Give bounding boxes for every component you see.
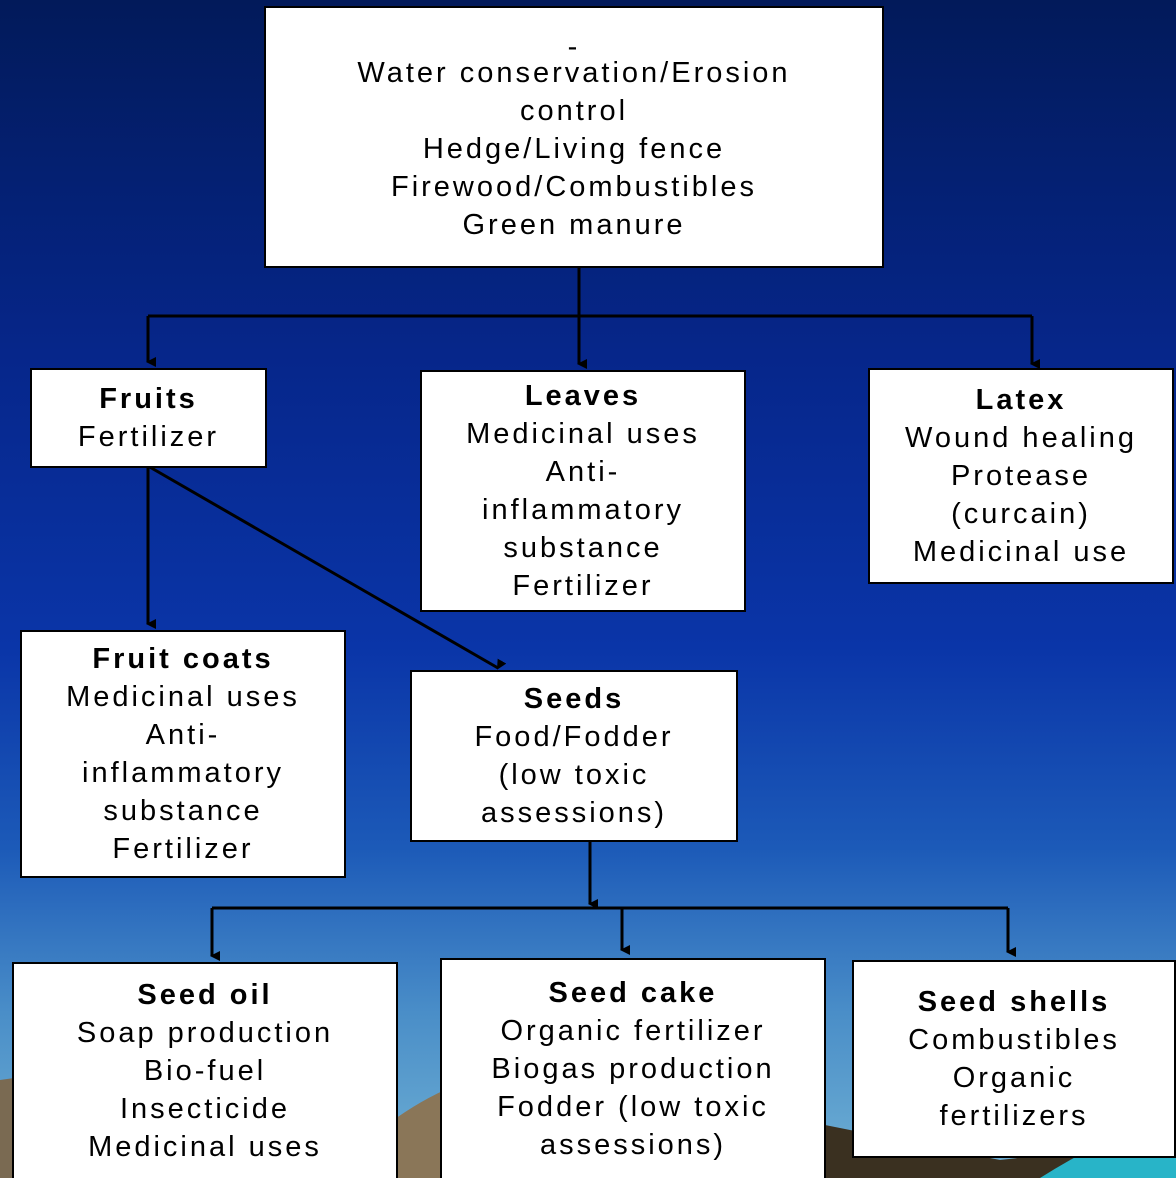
seed-cake-title: Seed cake: [548, 977, 718, 1009]
seed-oil-line: Soap production: [76, 1017, 334, 1049]
fruits-line: Fertilizer: [77, 421, 220, 453]
seed-cake-line: Fodder (low toxic: [497, 1091, 769, 1123]
fruits-box: Fruits Fertilizer: [30, 368, 267, 468]
root-box: - Water conservation/Erosion control Hed…: [264, 6, 884, 268]
seeds-line: (low toxic: [498, 759, 650, 791]
root-line: Firewood/Combustibles: [390, 171, 757, 203]
seed-shells-line: Organic: [952, 1062, 1076, 1094]
seed-shells-title: Seed shells: [917, 986, 1111, 1018]
seed-oil-box: Seed oil Soap production Bio-fuel Insect…: [12, 962, 398, 1178]
seeds-line: Food/Fodder: [474, 721, 674, 753]
seeds-line: assessions): [480, 797, 668, 829]
seed-shells-line: Combustibles: [908, 1024, 1120, 1056]
root-line: Hedge/Living fence: [422, 133, 726, 165]
latex-line: Protease: [950, 460, 1092, 492]
latex-title: Latex: [975, 384, 1067, 416]
fruit-coats-box: Fruit coats Medicinal uses Anti- inflamm…: [20, 630, 346, 878]
leaves-box: Leaves Medicinal uses Anti- inflammatory…: [420, 370, 746, 612]
leaves-line: Medicinal uses: [466, 418, 700, 450]
leaves-line: Fertilizer: [512, 570, 654, 602]
root-line: control: [519, 95, 629, 127]
arrow-to-seeds: [147, 464, 507, 670]
seed-cake-line: Organic fertilizer: [500, 1015, 766, 1047]
fruit-coats-line: Medicinal uses: [66, 681, 300, 713]
fruit-coats-line: Fertilizer: [112, 833, 254, 865]
leaves-title: Leaves: [524, 380, 642, 412]
seed-oil-line: Bio-fuel: [143, 1055, 267, 1087]
fruit-coats-line: inflammatory: [82, 757, 284, 789]
root-line: Green manure: [462, 209, 686, 241]
seed-shells-box: Seed shells Combustibles Organic fertili…: [852, 960, 1176, 1158]
seed-cake-box: Seed cake Organic fertilizer Biogas prod…: [440, 958, 826, 1178]
seed-cake-line: assessions): [539, 1129, 727, 1161]
seed-oil-title: Seed oil: [137, 979, 273, 1011]
leaves-line: substance: [503, 532, 663, 564]
leaves-line: Anti-: [545, 456, 621, 488]
leaves-line: inflammatory: [482, 494, 684, 526]
latex-box: Latex Wound healing Protease (curcain) M…: [868, 368, 1174, 584]
latex-line: (curcain): [951, 498, 1091, 530]
seed-cake-line: Biogas production: [491, 1053, 775, 1085]
seed-oil-line: Insecticide: [119, 1093, 290, 1125]
fruit-coats-line: Anti-: [145, 719, 221, 751]
fruit-coats-title: Fruit coats: [92, 643, 274, 675]
latex-line: Medicinal use: [912, 536, 1130, 568]
fruit-coats-line: substance: [103, 795, 263, 827]
latex-line: Wound healing: [905, 422, 1137, 454]
fruits-title: Fruits: [99, 383, 198, 415]
root-line: Water conservation/Erosion: [357, 57, 791, 89]
seeds-box: Seeds Food/Fodder (low toxic assessions): [410, 670, 738, 842]
root-mark: -: [266, 40, 882, 54]
seed-oil-line: Medicinal uses: [88, 1131, 322, 1163]
seed-shells-line: fertilizers: [939, 1100, 1089, 1132]
seeds-title: Seeds: [523, 683, 625, 715]
